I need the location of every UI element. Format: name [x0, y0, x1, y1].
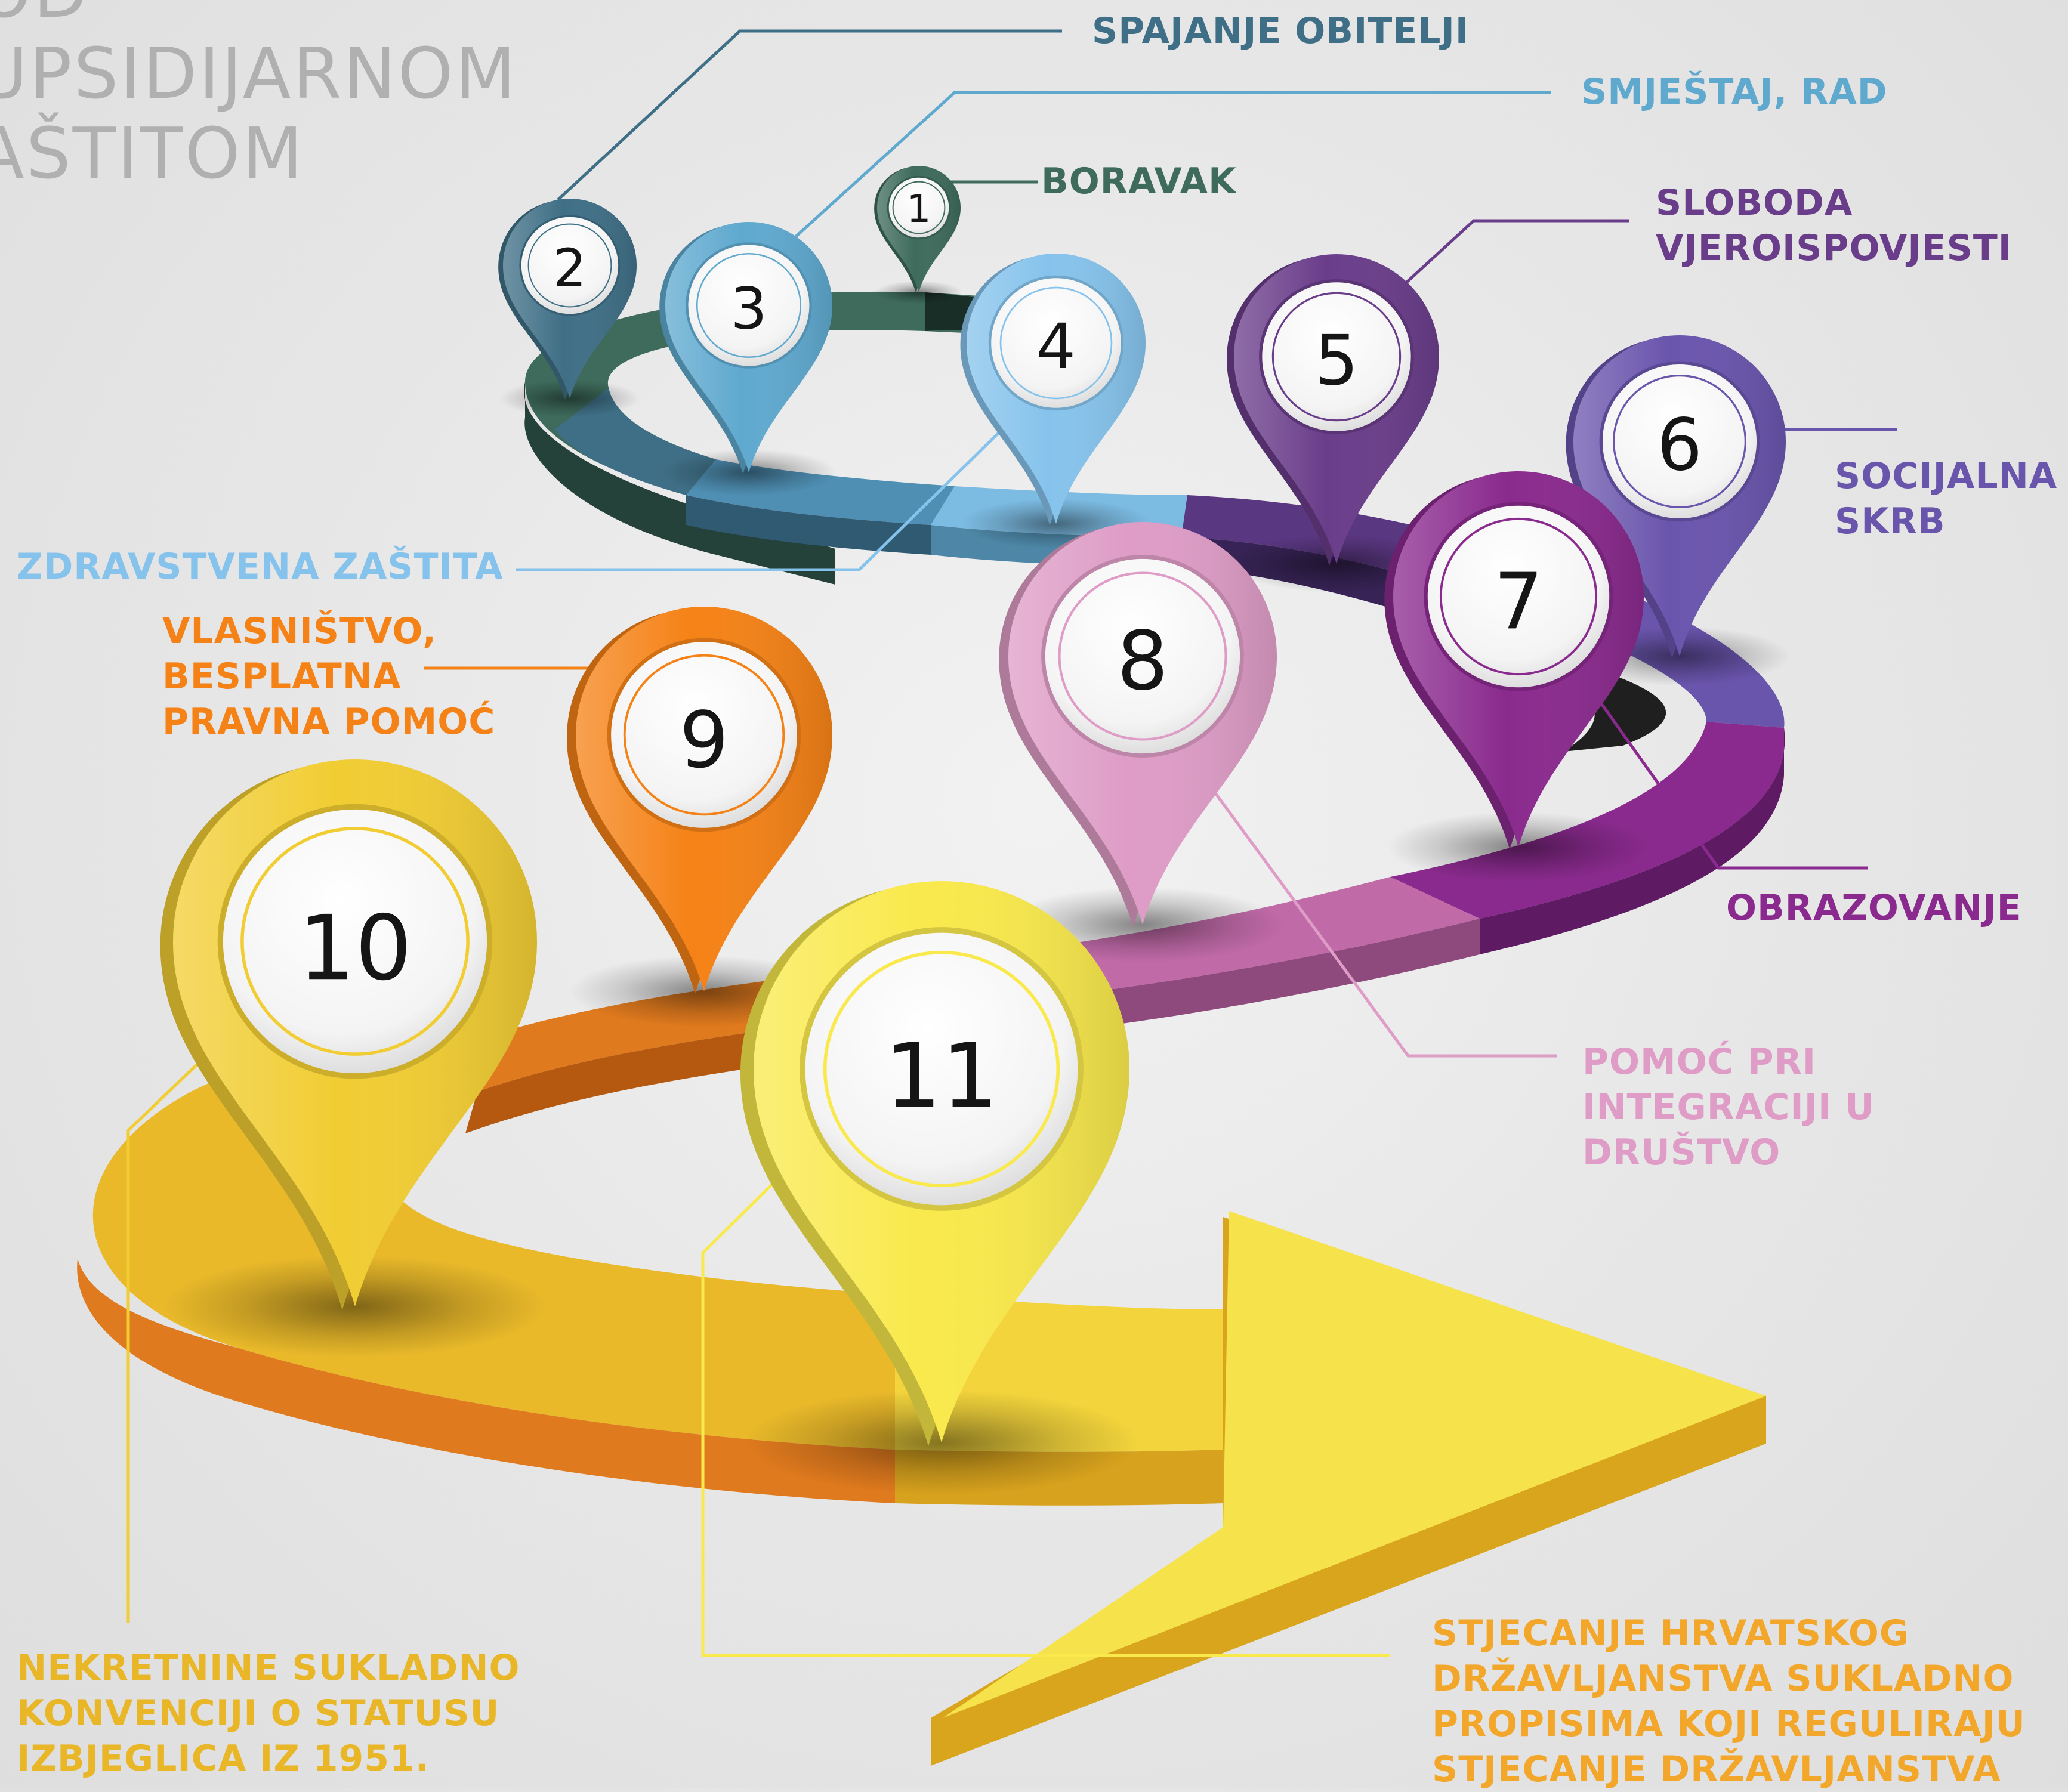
leader-line-2 — [557, 29, 1062, 201]
pin-number-5: 5 — [1314, 320, 1359, 401]
road-side-obrazovanje — [1480, 728, 1785, 954]
pin-number-1: 1 — [907, 187, 931, 231]
label-vlasnistvo-line-2: BESPLATNA — [162, 656, 402, 697]
title-line-1: OD — [0, 0, 89, 31]
leader-lines — [126, 29, 1897, 1657]
pin-disc-6 — [1599, 361, 1760, 522]
pin-ring-2 — [527, 223, 612, 308]
pin-1: 1 — [874, 166, 963, 304]
label-socijalna-line-2: SKRB — [1835, 500, 1946, 542]
pin-number-6: 6 — [1657, 404, 1702, 487]
label-drzavljanstvo-line-2: DRŽAVLJANSTVA SUKLADNO — [1432, 1658, 2014, 1700]
label-nekretnine-line-2: KONVENCIJI O STATUSU — [17, 1692, 500, 1734]
pin-ring-5 — [1271, 292, 1402, 422]
label-vjera-line-2: VJEROISPOVJESTI — [1656, 227, 2013, 269]
label-vlasnistvo: VLASNIŠTVO, BESPLATNA PRAVNA POMOĆ — [162, 608, 495, 744]
pin-11: 11 — [740, 881, 1139, 1496]
location-pins: 1 2 3 4 5 6 7 8 9 10 11 — [160, 166, 1791, 1496]
label-zdravstvena-line-1: ZDRAVSTVENA ZAŠTITA — [17, 546, 504, 588]
title-line-3: AŠTITOM — [0, 112, 305, 194]
leader-line-3 — [792, 91, 1551, 240]
label-integracija-line-2: INTEGRACIJI U — [1582, 1086, 1875, 1128]
pin-number-10: 10 — [298, 897, 412, 1000]
label-vjera-line-1: SLOBODA — [1656, 182, 1853, 224]
label-drzavljanstvo-line-4: STJECANJE DRŽAVLJANSTVA — [1432, 1748, 2001, 1790]
pin-disc-3 — [686, 242, 812, 369]
pin-number-4: 4 — [1036, 310, 1076, 383]
label-obrazovanje: OBRAZOVANJE — [1726, 885, 2022, 931]
pin-disc-8 — [1041, 555, 1244, 758]
road-side-nekretnine — [77, 1259, 895, 1503]
pin-ring-1 — [892, 181, 946, 234]
label-zdravstvena-zastita: ZDRAVSTVENA ZAŠTITA — [17, 544, 504, 589]
pin-disc-9 — [607, 638, 801, 832]
pin-disc-7 — [1424, 502, 1613, 691]
pin-disc-4 — [988, 275, 1124, 411]
pin-3: 3 — [659, 222, 837, 496]
label-smjestaj-line-1: SMJEŠTAJ, RAD — [1581, 71, 1888, 113]
pin-disc-11 — [800, 927, 1084, 1211]
pin-6: 6 — [1566, 335, 1791, 686]
label-nekretnine-line-1: NEKRETNINE SUKLADNO — [17, 1647, 520, 1689]
label-drzavljanstvo-line-3: PROPISIMA KOJI REGULIRAJU — [1432, 1703, 2026, 1745]
label-smjestaj-rad: SMJEŠTAJ, RAD — [1581, 69, 1888, 115]
pin-number-7: 7 — [1494, 556, 1544, 647]
label-pomoc-pri-integraciji: POMOĆ PRI INTEGRACIJI U DRUŠTVO — [1582, 1039, 1875, 1175]
leader-line-4 — [516, 410, 1021, 571]
label-socijalna-line-1: SOCIJALNA — [1835, 455, 2058, 497]
leader-line-8 — [1209, 786, 1557, 1058]
pin-disc-1 — [887, 175, 951, 240]
pin-2: 2 — [498, 199, 640, 418]
pin-number-9: 9 — [680, 695, 729, 786]
label-socijalna-skrb: SOCIJALNA SKRB — [1835, 453, 2057, 544]
pin-4: 4 — [960, 254, 1150, 549]
pin-number-11: 11 — [885, 1025, 999, 1129]
leader-line-5 — [1401, 219, 1629, 288]
pin-ring-10 — [240, 827, 470, 1056]
pin-number-8: 8 — [1117, 614, 1169, 709]
leader-line-11 — [701, 1159, 1390, 1657]
pin-number-3: 3 — [730, 276, 767, 342]
pin-ring-7 — [1439, 517, 1598, 676]
label-spajanje-obitelji: SPAJANJE OBITELJI — [1092, 8, 1469, 54]
label-vlasnistvo-line-3: PRAVNA POMOĆ — [162, 701, 496, 743]
label-vlasnistvo-line-1: VLASNIŠTVO, — [162, 610, 437, 652]
label-nekretnine-line-3: IZBJEGLICA IZ 1951. — [17, 1738, 430, 1779]
pin-number-2: 2 — [553, 237, 587, 299]
pin-7: 7 — [1384, 471, 1650, 882]
label-boravak: BORAVAK — [1041, 159, 1237, 204]
label-stjecanje-drzavljanstva: STJECANJE HRVATSKOG DRŽAVLJANSTVA SUKLAD… — [1432, 1611, 2026, 1792]
label-integracija-line-3: DRUŠTVO — [1582, 1132, 1781, 1173]
label-sloboda-vjeroispovjesti: SLOBODA VJEROISPOVJESTI — [1656, 180, 2012, 271]
road-arrow-top — [943, 1211, 1766, 1718]
pin-ring-11 — [823, 950, 1060, 1188]
pin-ring-6 — [1613, 375, 1746, 508]
label-integracija-line-1: POMOĆ PRI — [1582, 1041, 1817, 1083]
label-obrazovanje-line-1: OBRAZOVANJE — [1726, 887, 2022, 929]
pin-disc-5 — [1259, 279, 1414, 434]
label-nekretnine: NEKRETNINE SUKLADNO KONVENCIJI O STATUSU… — [17, 1645, 520, 1781]
pin-disc-2 — [519, 215, 621, 316]
leader-line-10 — [126, 1055, 207, 1623]
pin-10: 10 — [160, 759, 547, 1358]
road-side-smjestaj — [686, 495, 931, 555]
label-boravak-line-1: BORAVAK — [1041, 160, 1237, 202]
label-spajanje-line-1: SPAJANJE OBITELJI — [1092, 10, 1470, 52]
label-drzavljanstvo-line-1: STJECANJE HRVATSKOG — [1432, 1612, 1910, 1654]
pin-ring-9 — [623, 654, 785, 816]
pin-disc-10 — [217, 804, 493, 1079]
title-line-2: UPSIDIJARNOM — [0, 32, 518, 115]
pin-ring-8 — [1058, 571, 1227, 741]
pin-8: 8 — [999, 522, 1284, 962]
pin-ring-4 — [999, 286, 1113, 400]
pin-ring-3 — [696, 252, 802, 359]
leader-line-7 — [1591, 691, 1868, 870]
